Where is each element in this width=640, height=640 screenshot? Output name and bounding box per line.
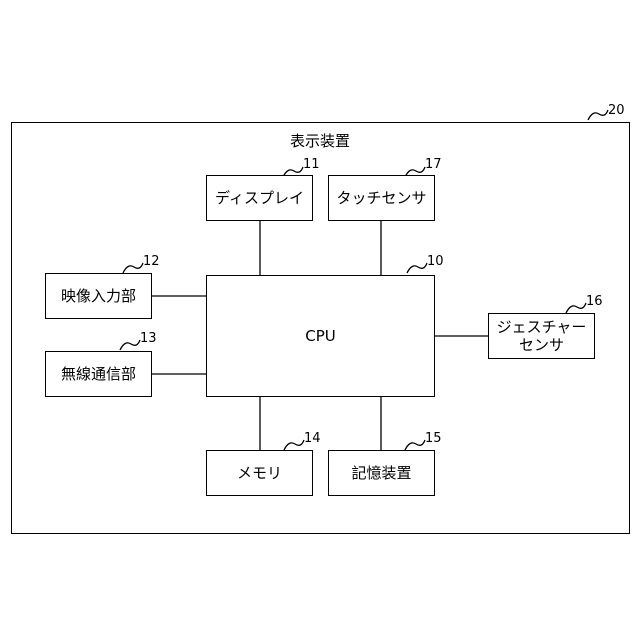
wireless-comm-block: 無線通信部 [45,351,152,397]
ref-cpu: 10 [427,255,444,269]
gesture-sensor-block: ジェスチャー センサ [488,313,595,359]
memory-block: メモリ [206,450,313,496]
ref-wireless-comm: 13 [140,332,157,346]
ref-gesture-sensor: 16 [586,295,603,309]
ref-touch-sensor: 17 [425,158,442,172]
ref-video-input: 12 [143,255,160,269]
storage-block: 記憶装置 [328,450,435,496]
leader-20 [588,110,608,120]
touch-sensor-block: タッチセンサ [328,175,435,221]
ref-display: 11 [303,158,320,172]
device-title: 表示装置 [0,130,640,151]
ref-memory: 14 [304,432,321,446]
ref-storage: 15 [425,432,442,446]
display-block: ディスプレイ [206,175,313,221]
cpu-block: CPU [206,275,435,397]
video-input-block: 映像入力部 [45,273,152,319]
ref-device: 20 [608,104,625,118]
